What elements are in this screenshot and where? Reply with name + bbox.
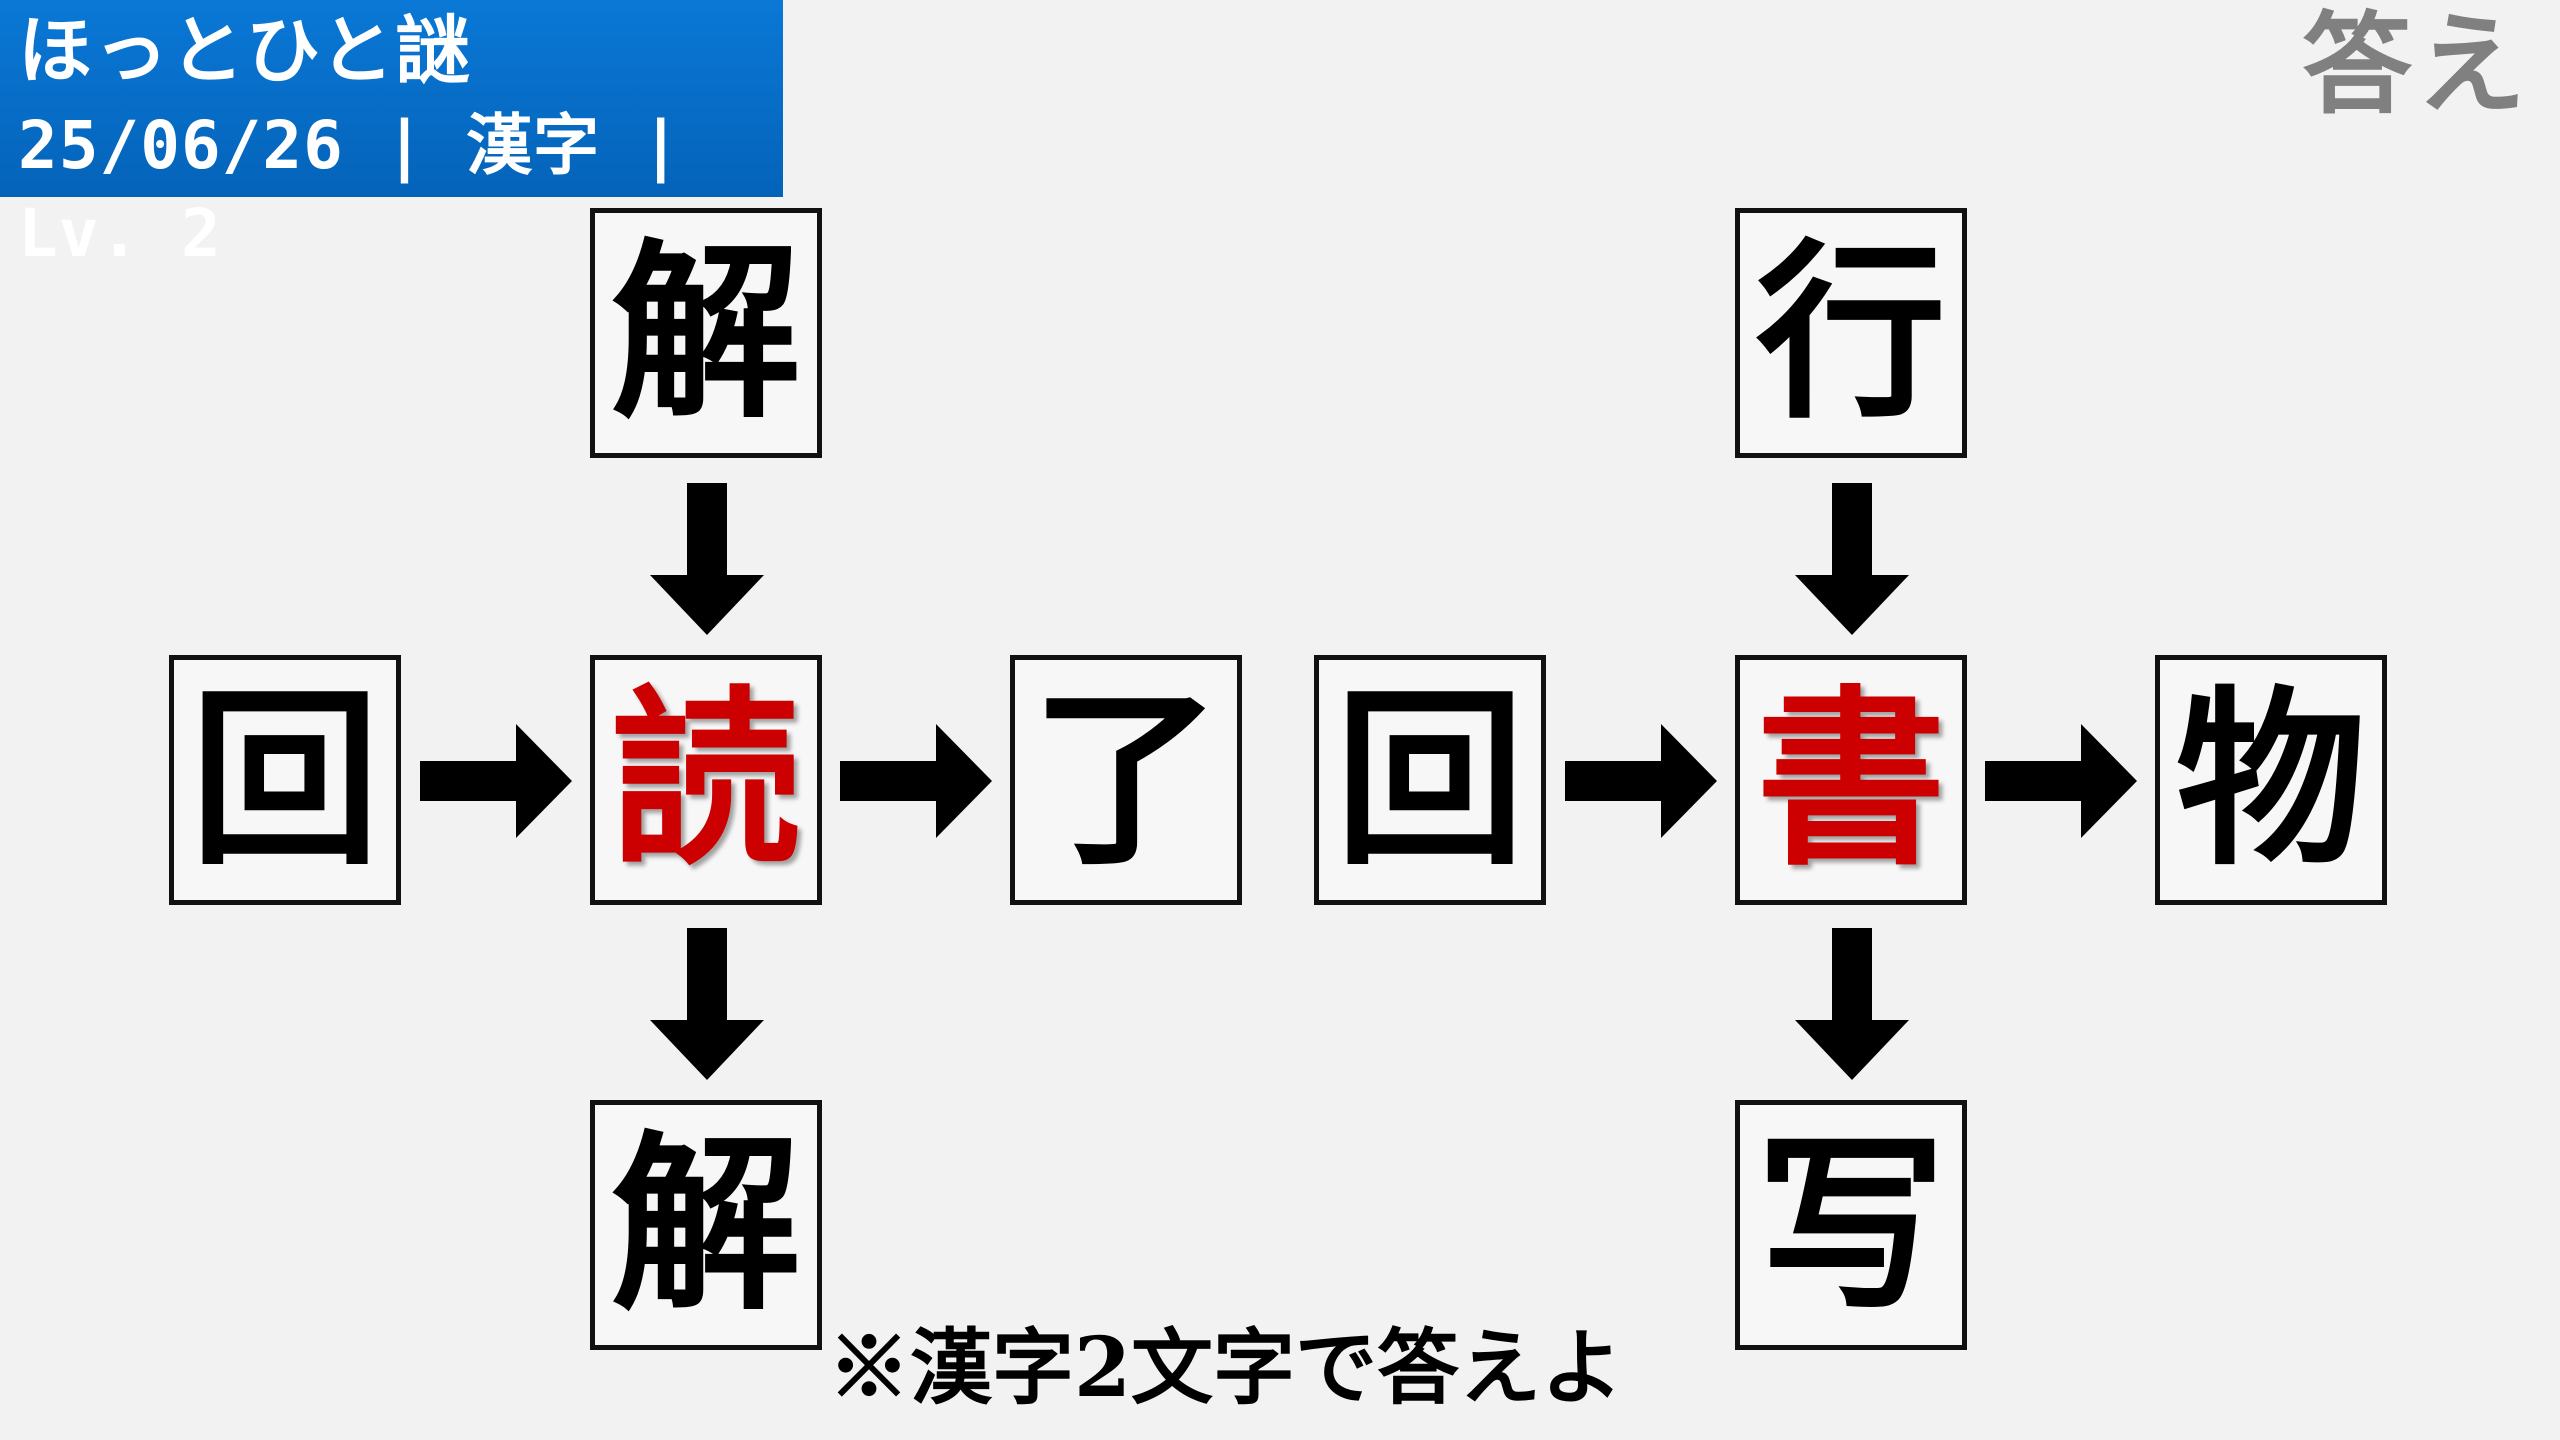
right-puzzle-right-box: 物 <box>2155 655 2387 905</box>
left-puzzle-left-box: 回 <box>169 655 401 905</box>
right-right-arrow-1 <box>1565 724 1717 838</box>
left-puzzle-top-box: 解 <box>590 208 822 458</box>
right-puzzle-center-box: 書 <box>1735 655 1967 905</box>
right-puzzle-bottom-box: 写 <box>1735 1100 1967 1350</box>
header-banner: ほっとひと謎 25/06/26 | 漢字 | Lv. 2 <box>0 0 783 272</box>
left-right-arrow-1 <box>420 724 572 838</box>
right-down-arrow-bottom <box>1795 928 1909 1080</box>
right-puzzle-left-box: 回 <box>1314 655 1546 905</box>
left-puzzle-bottom-box: 解 <box>590 1100 822 1350</box>
left-puzzle-right-box: 了 <box>1010 655 1242 905</box>
right-puzzle-top-box: 行 <box>1735 208 1967 458</box>
right-right-arrow-2 <box>1985 724 2137 838</box>
answer-label: 答え <box>2302 1 2530 129</box>
left-down-arrow-bottom <box>650 928 764 1080</box>
puzzle-title: ほっとひと謎 <box>18 8 472 94</box>
instruction-note: ※漢字2文字で答えよ <box>828 1320 1624 1416</box>
left-puzzle-center-box: 読 <box>590 655 822 905</box>
right-down-arrow-top <box>1795 483 1909 635</box>
puzzle-subtitle: 25/06/26 | 漢字 | Lv. 2 <box>18 107 682 272</box>
left-right-arrow-2 <box>840 724 992 838</box>
left-down-arrow-top <box>650 483 764 635</box>
